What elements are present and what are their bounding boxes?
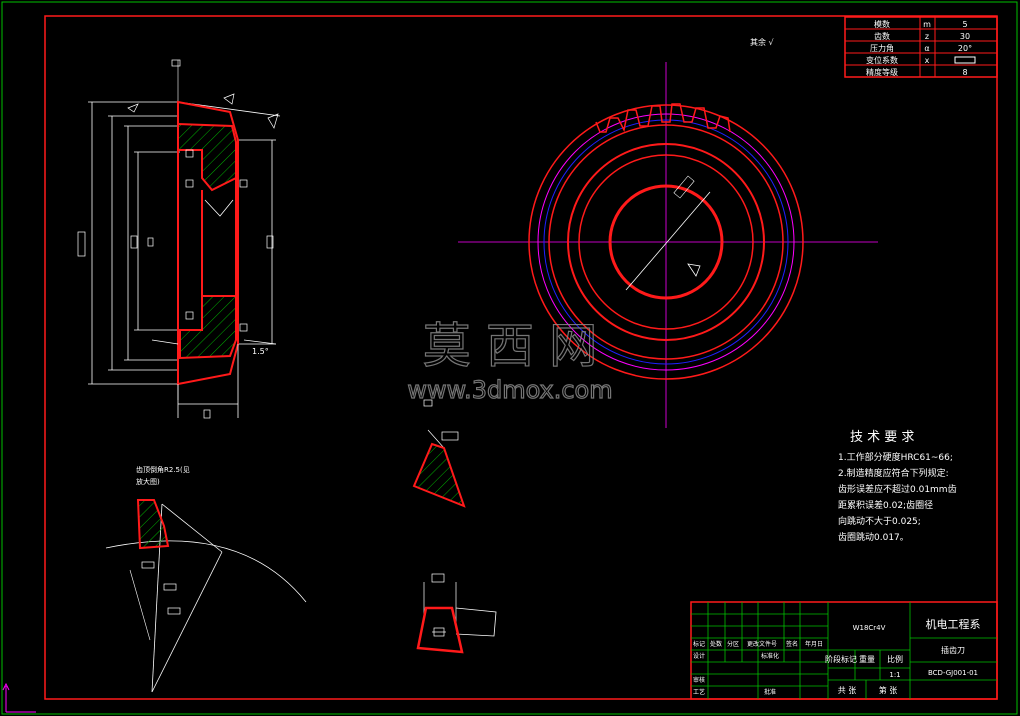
tech-line-5: 向跳动不大于0.025; <box>838 515 921 527</box>
param-sym-3: α <box>924 44 929 53</box>
watermark-cn: 莫 西 网 <box>423 318 598 374</box>
section-angle-label: 1.5° <box>252 347 269 356</box>
check-label: 审核 <box>693 676 705 684</box>
standard-label: 标准化 <box>761 652 779 660</box>
tech-line-4: 距累积误差0.02;齿圈径 <box>838 499 933 511</box>
tooth-profile-detail <box>416 573 497 654</box>
tech-line-1: 1.工作部分硬度HRC61~66; <box>838 451 953 463</box>
param-val-3: 20° <box>958 44 972 53</box>
process-label: 工艺 <box>693 688 705 696</box>
drawing-number: BCD-GJ001-01 <box>928 669 978 677</box>
drawing-name: 插齿刀 <box>941 645 965 655</box>
param-sym-2: z <box>925 32 929 41</box>
rev-col-3: 分区 <box>727 640 739 648</box>
tooth-section-detail <box>412 399 466 508</box>
param-name-2: 齿数 <box>874 31 890 41</box>
enlarged-tooth-view: 齿顶倒角R2.5(见 放大图) <box>105 465 307 693</box>
tech-title: 技 术 要 求 <box>850 430 914 445</box>
param-name-3: 压力角 <box>870 43 894 53</box>
rev-col-1: 标记 <box>693 640 705 648</box>
sheets-total: 共 张 <box>838 686 857 695</box>
param-name-4: 变位系数 <box>866 55 898 65</box>
param-name-1: 模数 <box>874 19 890 29</box>
approve-label: 批准 <box>764 688 776 696</box>
watermark: 莫 西 网 www.3dmox.com <box>407 317 613 404</box>
title-block: W18Cr4V 机电工程系 插齿刀 BCD-GJ001-01 阶段标记 重量 比… <box>690 601 998 700</box>
technical-requirements: 技 术 要 求 1.工作部分硬度HRC61~66; 2.制造精度应符合下列规定:… <box>838 430 957 543</box>
rev-col-5: 签名 <box>786 640 798 648</box>
roughness-note: 其余 √ <box>750 37 775 47</box>
param-val-2: 30 <box>960 32 970 41</box>
parameter-table: 模数 m 5 齿数 z 30 压力角 α 20° 变位系数 x 精度等级 8 <box>844 16 998 78</box>
param-val-1: 5 <box>962 20 967 29</box>
material-label: W18Cr4V <box>853 624 886 632</box>
tech-line-2: 2.制造精度应符合下列规定: <box>838 467 949 479</box>
gear-front-view <box>458 62 878 428</box>
profile-note-1: 齿顶倒角R2.5(见 <box>136 465 190 474</box>
rev-col-4: 更改文件号 <box>747 640 777 648</box>
param-sym-4: x <box>925 56 930 65</box>
profile-note-2: 放大图) <box>136 477 160 486</box>
cross-section-view: 1.5° <box>77 59 281 419</box>
weight-label: 重量 <box>859 654 875 664</box>
rev-col-2: 处数 <box>710 640 722 648</box>
tech-line-6: 齿圈跳动0.017。 <box>838 531 909 543</box>
drawing-frame <box>44 15 998 700</box>
scale-value: 1:1 <box>889 671 900 679</box>
school-name: 机电工程系 <box>926 617 981 631</box>
stage-label: 阶段标记 <box>825 654 857 664</box>
scale-label: 比例 <box>887 654 903 664</box>
tech-line-3: 齿形误差应不超过0.01mm齿 <box>838 483 957 495</box>
sheet-number: 第 张 <box>879 685 898 695</box>
design-label: 设计 <box>693 652 705 660</box>
watermark-url: www.3dmox.com <box>407 376 612 404</box>
ucs-icon <box>2 682 36 713</box>
param-sym-1: m <box>923 20 931 29</box>
param-name-5: 精度等级 <box>866 67 898 77</box>
rev-col-6: 年月日 <box>805 640 823 648</box>
param-val-5: 8 <box>962 68 967 77</box>
